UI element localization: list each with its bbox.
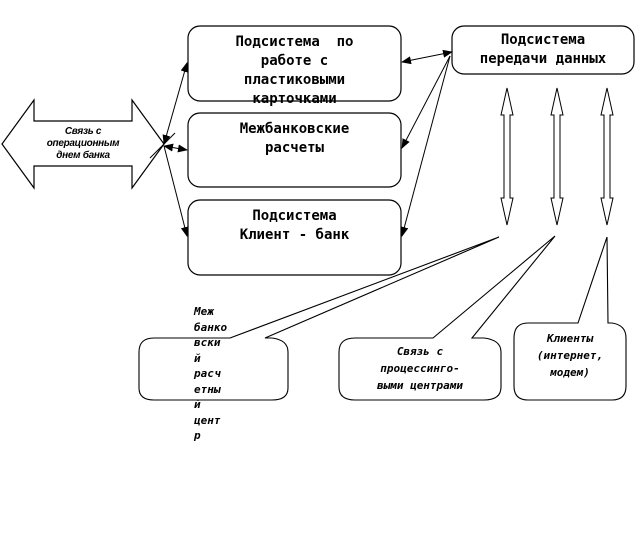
processing-centers-callout [338,235,556,401]
vertical-double-arrow-3 [600,87,614,226]
clients-label-line: Клиенты [546,332,594,345]
connector-hub-cross [149,132,176,159]
clients-label: Клиенты (интернет, модем) [514,330,626,381]
operational-day-label-line: днем банка [56,150,110,161]
vertical-double-arrow-2 [550,87,564,226]
clients-callout [513,236,627,401]
interbank-center-callout [138,236,500,401]
plastic-cards-label-line: работе с [260,53,329,69]
connector-hub-to-interbank [163,143,188,153]
interbank-label-line: Межбанковские [239,121,350,137]
client-bank-box [187,199,402,276]
connector-transfer-to-client-bank [400,55,451,237]
clients-label-line: (интернет, [536,349,604,362]
connector-hub-to-client-bank [163,145,189,237]
client-bank-label-line: Подсистема [252,208,337,224]
operational-day-label: Связь с операционным днем банка [34,126,132,162]
vertical-double-arrow-1 [500,87,514,226]
client-bank-label-line: Клиент - банк [239,227,350,243]
plastic-cards-label-line: карточками [252,91,337,107]
interbank-box [187,112,402,188]
client-bank-label: Подсистема Клиент - банк [188,207,401,245]
plastic-cards-label-line: пластиковыми [243,72,346,88]
clients-label-line: модем) [550,366,590,379]
operational-day-label-line: Связь с [64,126,102,137]
processing-centers-label-line: процессинго- [380,362,460,375]
interbank-label-line: расчеты [264,140,324,156]
data-transfer-label-line: Подсистема [500,32,586,48]
processing-centers-label-line: выми центрами [376,379,464,392]
connector-transfer-to-plastic [401,49,453,65]
interbank-label: Межбанковские расчеты [188,120,401,158]
connector-hub-to-plastic [162,62,189,145]
processing-centers-label: Связь с процессинго- выми центрами [339,343,501,394]
data-transfer-label: Подсистема передачи данных [452,31,634,69]
data-transfer-label-line: передачи данных [479,51,607,67]
plastic-cards-label-line: Подсистема по [235,34,354,50]
operational-day-label-line: операционным [46,138,120,149]
interbank-center-label: Меж банко вски й расч етны й цент р [194,305,228,442]
connector-transfer-to-interbank [401,55,451,149]
plastic-cards-label: Подсистема по работе с пластиковыми карт… [188,33,401,109]
processing-centers-label-line: Связь с [396,345,444,358]
